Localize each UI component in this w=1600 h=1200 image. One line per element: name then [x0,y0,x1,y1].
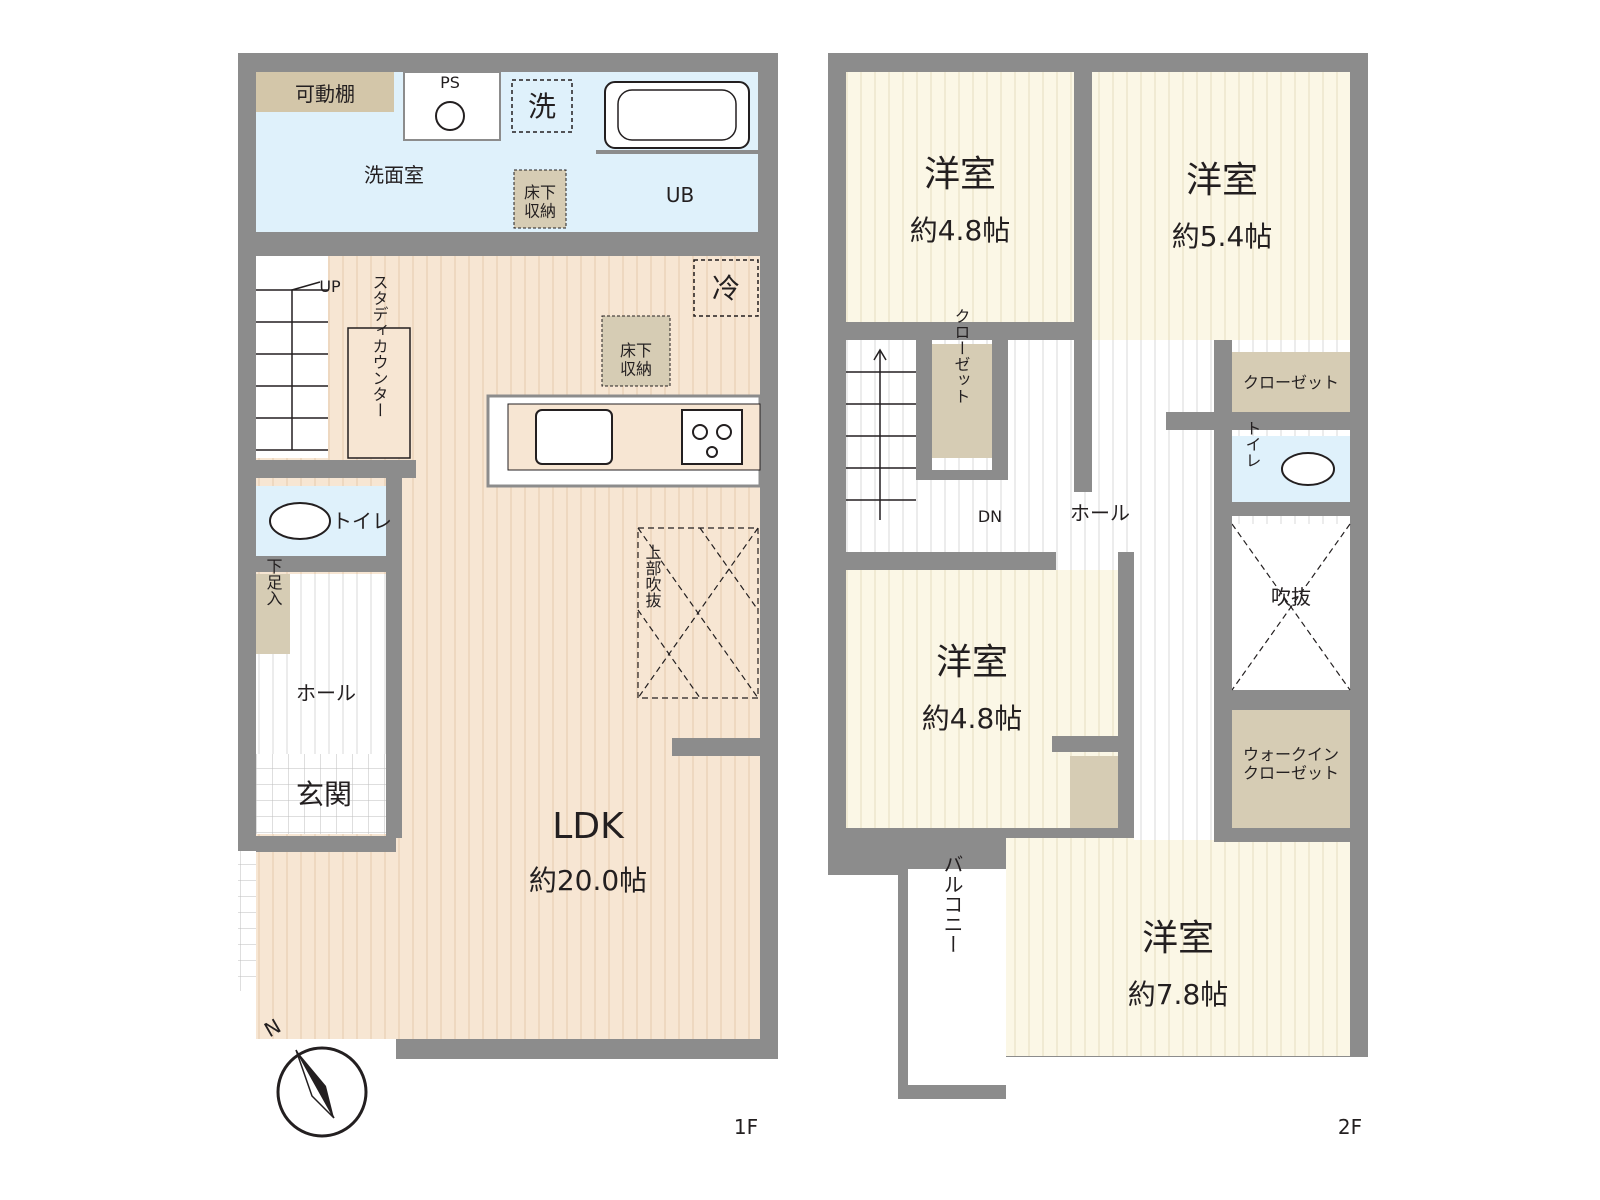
void-above [637,527,759,699]
room-s [1006,856,1350,1056]
room-nw [846,72,1074,322]
sink-icon [435,101,465,131]
washer-label: 洗 [528,90,556,123]
entrance-label: 玄関 [296,778,352,811]
room-ne-size: 約5.4帖 [1172,220,1273,253]
closet-stair [932,344,992,458]
walkin-closet [1232,710,1350,828]
study-counter [347,327,411,459]
floor-1 [238,53,778,1059]
floor-2 [828,53,1368,1099]
room-w-name: 洋室 [936,642,1008,683]
stairs-2f [846,348,916,520]
washer-space [511,79,573,133]
toilet-icon [269,502,331,540]
room-nw-name: 洋室 [924,154,996,195]
floor-2-label: 2F [1338,1115,1362,1139]
dn-label: DN [978,507,1002,526]
toilet-1f-label: トイレ [332,509,392,533]
movable-shelf-label: 可動棚 [295,82,355,106]
fridge-label: 冷 [712,272,740,305]
underfloor-kitchen-label: 床下収納 [620,341,652,378]
underfloor-bath-label: 床下収納 [524,183,556,220]
toilet-icon [1281,452,1335,486]
ub-label: UB [666,183,694,207]
entrance [256,754,396,834]
room-nw-size: 約4.8帖 [910,214,1011,247]
floor-1-label: 1F [734,1115,758,1139]
study-counter-label: スタディカウンター [370,274,389,418]
closet-ne [1232,352,1350,412]
closet-stair-label: クローゼット [952,308,971,404]
toilet-2f-label: トイレ [1243,420,1262,468]
void-cross [1231,523,1351,691]
void-label: 吹抜 [1271,585,1311,609]
shoe-closet-label: 下足入 [264,558,283,606]
walkin-label: ウォークインクローゼット [1243,745,1339,782]
balcony-label: バルコニー [940,854,964,954]
stairs-1f [256,281,328,451]
kitchen-sink-icon [535,409,613,465]
fridge-space [693,259,759,317]
room-w-size: 約4.8帖 [922,702,1023,735]
up-label: UP [319,277,341,296]
room-ne-name: 洋室 [1186,160,1258,201]
shoe-closet [256,574,290,654]
ldk-label: LDK [552,806,625,847]
room-s-size: 約7.8帖 [1128,978,1229,1011]
balcony [908,869,998,1085]
hall-2f-label: ホール [1070,501,1130,525]
bathtub-icon [604,81,750,149]
void-above-label: 上部吹抜 [643,544,662,609]
movable-shelf [256,72,394,112]
stove-icon [681,409,743,465]
ldk-size-label: 約20.0帖 [529,864,647,897]
ps-label: PS [440,73,460,92]
closet-ne-label: クローゼット [1243,373,1339,392]
washroom-label: 洗面室 [364,163,424,187]
hall-1f-label: ホール [296,681,356,705]
compass [276,1046,368,1138]
room-s-name: 洋室 [1142,918,1214,959]
